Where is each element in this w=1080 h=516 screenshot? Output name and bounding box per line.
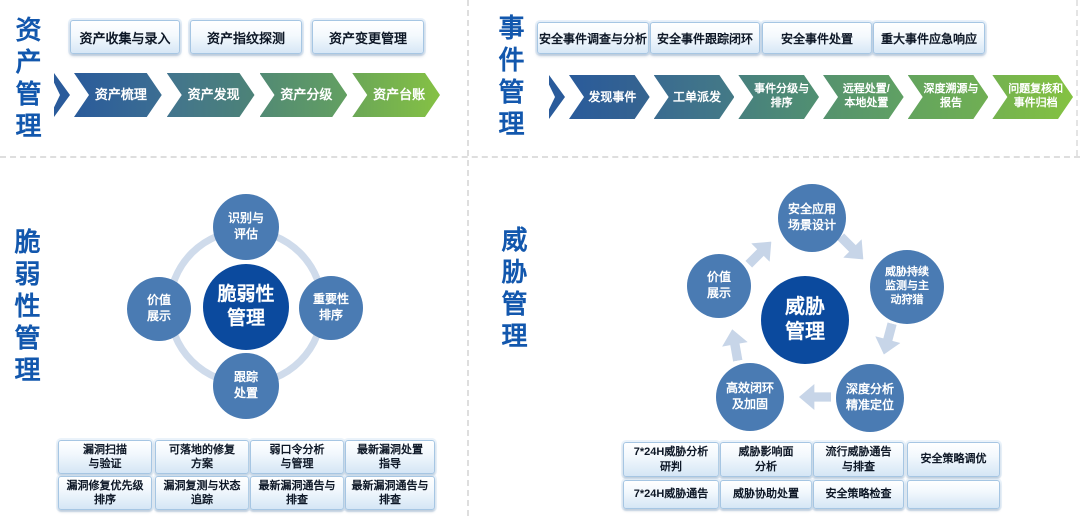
threat-service-button: 7*24H威胁通告	[623, 480, 719, 509]
threat-service-button: 威胁协助处置	[720, 480, 812, 509]
threat-service-button: 威胁影响面 分析	[720, 442, 812, 477]
threat-service-button-empty	[907, 480, 1000, 509]
threat-service-button: 流行威胁通告 与排查	[813, 442, 904, 477]
flow-arrow-west-icon	[799, 384, 831, 410]
vulnerability-service-button: 最新漏洞处置 指导	[345, 440, 435, 474]
vulnerability-service-button: 漏洞复测与状态 追踪	[155, 476, 249, 510]
process-step-chevron: 工单派发	[654, 75, 735, 119]
incident-process-flow: 发现事件 工单派发 事件分级与 排序 远程处置/ 本地处置 深度溯源与 报告 问…	[569, 75, 1073, 119]
divider-vertical-center	[467, 0, 469, 516]
threat-service-button: 安全策略调优	[907, 442, 1000, 477]
process-step-chevron: 远程处置/ 本地处置	[823, 75, 904, 119]
vulnerability-stage-circle: 价值 展示	[127, 277, 191, 341]
process-step-chevron: 资产发现	[167, 73, 255, 117]
threat-stage-circle: 安全应用 场景设计	[778, 184, 846, 252]
incident-management-title: 事件管理	[495, 14, 525, 142]
vulnerability-service-button: 漏洞修复优先级 排序	[58, 476, 152, 510]
vulnerability-management-title: 脆弱性管理	[11, 228, 41, 388]
vulnerability-service-button: 漏洞扫描 与验证	[58, 440, 152, 474]
divider-vertical-right-edge	[1076, 0, 1078, 156]
incident-capability-button: 安全事件处置	[762, 22, 872, 54]
asset-management-title: 资产管理	[12, 16, 42, 144]
vulnerability-service-button: 可落地的修复 方案	[155, 440, 249, 474]
process-lead-arrow-icon	[54, 73, 70, 117]
threat-service-button: 安全策略检查	[813, 480, 904, 509]
threat-service-button: 7*24H威胁分析 研判	[623, 442, 719, 477]
vulnerability-stage-circle: 重要性 排序	[299, 276, 363, 340]
threat-stage-circle: 威胁持续 监测与主 动狩猎	[870, 250, 944, 324]
process-step-chevron: 资产梳理	[74, 73, 162, 117]
flow-arrow-north-icon	[719, 327, 750, 363]
asset-capability-button: 资产指纹探测	[190, 20, 302, 54]
process-lead-arrow-icon	[549, 75, 565, 119]
process-step-chevron: 资产分级	[260, 73, 348, 117]
incident-capability-button: 重大事件应急响应	[873, 22, 985, 54]
incident-capability-button: 安全事件跟踪闭环	[650, 22, 760, 54]
vulnerability-stage-circle: 识别与 评估	[213, 194, 279, 260]
incident-capability-button: 安全事件调查与分析	[537, 22, 649, 54]
vulnerability-stage-circle: 跟踪 处置	[213, 353, 279, 419]
asset-process-flow: 资产梳理 资产发现 资产分级 资产台账	[74, 73, 440, 117]
vulnerability-service-button: 最新漏洞通告与 排查	[345, 476, 435, 510]
process-step-chevron: 深度溯源与 报告	[908, 75, 989, 119]
asset-capability-button: 资产变更管理	[312, 20, 424, 54]
asset-capability-button: 资产收集与录入	[70, 20, 180, 54]
threat-center-circle: 威胁 管理	[761, 276, 849, 364]
threat-stage-circle: 价值 展示	[687, 254, 751, 318]
threat-stage-circle: 深度分析 精准定位	[836, 364, 904, 432]
process-step-chevron: 事件分级与 排序	[738, 75, 819, 119]
process-step-chevron: 问题复核和 事件归档	[992, 75, 1073, 119]
divider-horizontal-center	[0, 156, 1080, 158]
vulnerability-service-button: 弱口令分析 与管理	[250, 440, 344, 474]
process-step-chevron: 发现事件	[569, 75, 650, 119]
process-step-chevron: 资产台账	[352, 73, 440, 117]
flow-arrow-south-icon	[871, 320, 904, 358]
threat-stage-circle: 高效闭环 及加固	[716, 363, 784, 431]
vulnerability-service-button: 最新漏洞通告与 排查	[250, 476, 344, 510]
threat-management-title: 威胁管理	[498, 226, 528, 354]
vulnerability-center-circle: 脆弱性 管理	[203, 264, 289, 350]
